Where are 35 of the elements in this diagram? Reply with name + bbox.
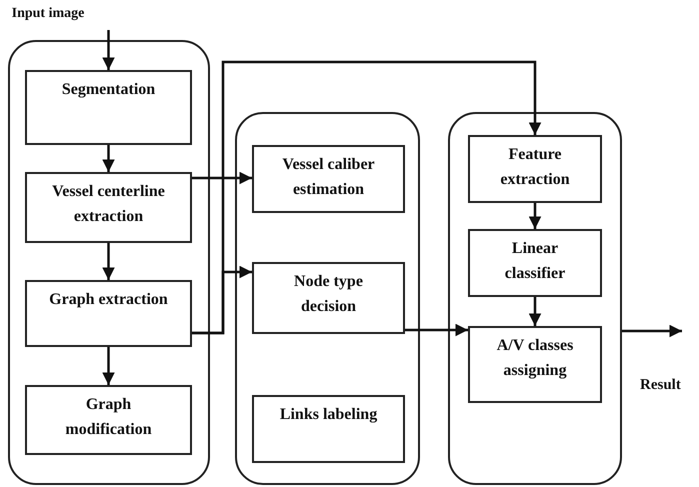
step-text: Feature extraction (499, 145, 571, 190)
process-box (252, 145, 405, 213)
arrow (102, 243, 115, 280)
process-box (252, 262, 405, 334)
arrow (192, 172, 252, 184)
step-text: Graph modification (64, 395, 153, 440)
group-panel (235, 112, 420, 485)
process-box (25, 280, 192, 347)
input-label: Input image (10, 6, 86, 23)
step-text: Vessel caliber estimation (281, 155, 376, 200)
arrow (622, 324, 682, 338)
arrow (102, 347, 115, 385)
step-text: Linear classifier (504, 239, 566, 284)
process-box (468, 326, 602, 403)
arrow (528, 297, 542, 326)
output-label: Result (640, 377, 681, 394)
process-box (468, 135, 602, 203)
step-text: Segmentation (62, 80, 156, 100)
group-panel (8, 40, 210, 485)
process-box (25, 172, 192, 243)
step-text: Node type decision (293, 272, 364, 317)
step-text: Links labeling (280, 405, 378, 425)
process-box (25, 70, 192, 145)
process-box (25, 385, 192, 455)
arrow (192, 60, 542, 334)
arrow (528, 203, 542, 229)
group-panel (448, 112, 622, 485)
step-text: A/V classes assigning (496, 336, 574, 381)
arrow (102, 145, 115, 172)
arrow (102, 30, 115, 70)
step-text: Vessel centerline extraction (51, 182, 166, 227)
arrow (405, 324, 468, 336)
process-box (468, 229, 602, 297)
process-box (252, 395, 405, 463)
step-text: Graph extraction (49, 290, 168, 310)
